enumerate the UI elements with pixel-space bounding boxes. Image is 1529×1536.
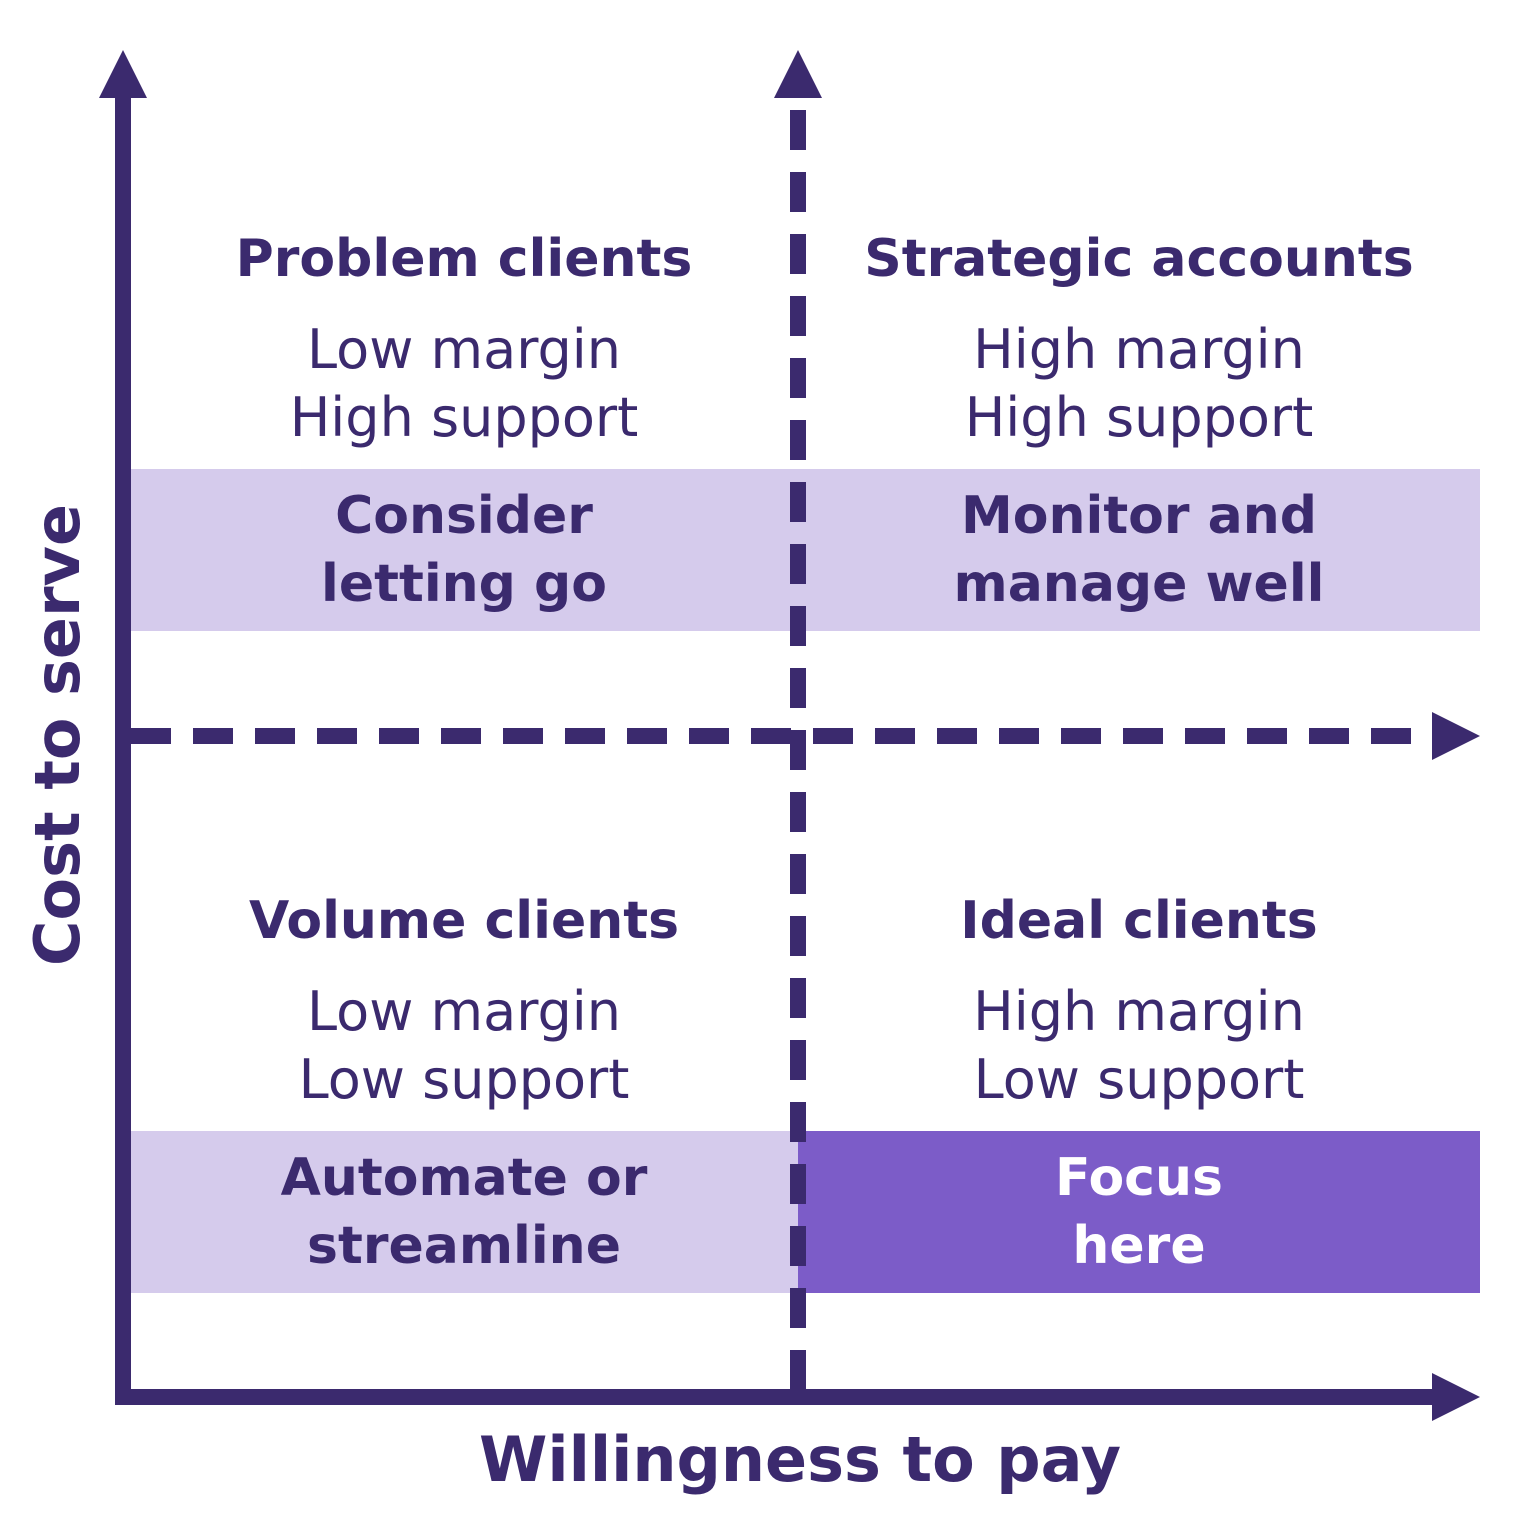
x-axis-arrowhead — [1432, 1373, 1480, 1421]
action-text-line: streamline — [307, 1216, 621, 1276]
action-text-line: Monitor and — [961, 486, 1317, 546]
action-band-bottom-left: Automate or streamline — [130, 1131, 798, 1293]
quadrant-support: Low support — [973, 1048, 1305, 1111]
action-text-line: manage well — [953, 554, 1325, 614]
quadrant-title: Volume clients — [248, 891, 680, 951]
quadrant-margin: High margin — [973, 318, 1305, 381]
action-band-bottom-right-highlight: Focus here — [798, 1131, 1480, 1293]
action-band-top-right: Monitor and manage well — [798, 469, 1480, 631]
horizontal-divider-arrowhead — [1432, 712, 1480, 760]
quadrant-margin: Low margin — [307, 980, 621, 1043]
quadrant-margin: High margin — [973, 980, 1305, 1043]
quadrant-ideal-clients: Ideal clients High margin Low support — [798, 886, 1480, 1114]
vertical-divider-arrowhead — [774, 50, 822, 98]
quadrant-problem-clients: Problem clients Low margin High support — [130, 224, 798, 452]
x-axis-label: Willingness to pay — [478, 1423, 1122, 1496]
action-text-line: letting go — [321, 554, 607, 614]
action-text-line: here — [1072, 1216, 1206, 1276]
quadrant-title: Strategic accounts — [864, 229, 1414, 289]
quadrant-volume-clients: Volume clients Low margin Low support — [130, 886, 798, 1114]
y-axis-arrowhead — [99, 50, 147, 98]
y-axis-label: Cost to serve — [21, 503, 94, 967]
quadrant-support: High support — [289, 386, 639, 449]
quadrant-margin: Low margin — [307, 318, 621, 381]
quadrant-support: High support — [964, 386, 1314, 449]
quadrant-strategic-accounts: Strategic accounts High margin High supp… — [798, 224, 1480, 452]
quadrant-title: Problem clients — [235, 229, 693, 289]
quadrant-title: Ideal clients — [960, 891, 1318, 951]
action-text-line: Focus — [1055, 1148, 1223, 1208]
action-text-line: Automate or — [280, 1148, 648, 1208]
action-band-top-left: Consider letting go — [130, 469, 798, 631]
action-text-line: Consider — [335, 486, 593, 546]
quadrant-support: Low support — [298, 1048, 630, 1111]
